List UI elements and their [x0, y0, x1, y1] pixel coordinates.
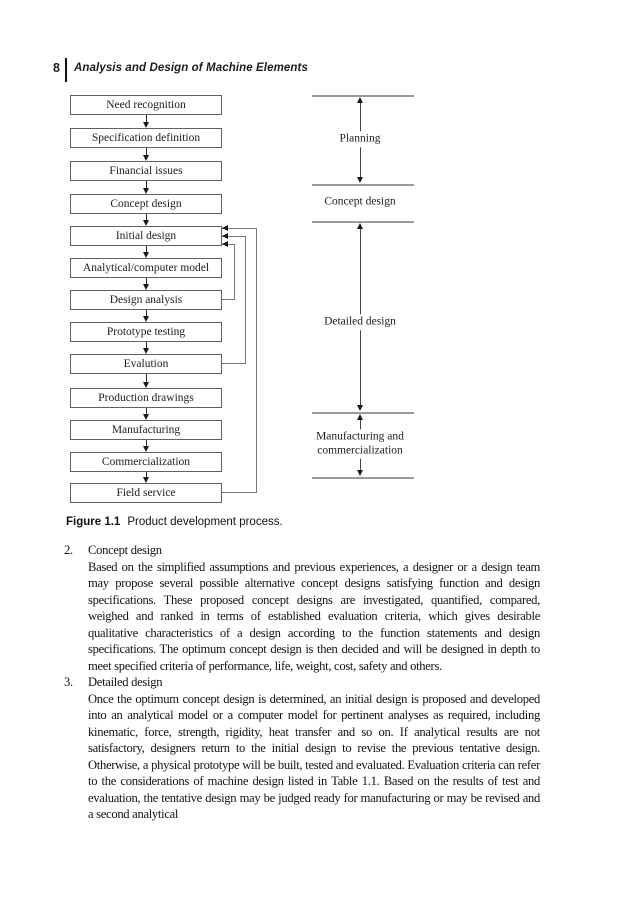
phase-label: Detailed design	[320, 314, 400, 330]
arrow-down-icon	[356, 470, 363, 476]
flow-box: Design analysis	[70, 290, 222, 310]
flow-connector-line	[145, 374, 147, 384]
flow-connector-line	[145, 472, 147, 479]
arrow-down-icon	[142, 284, 149, 290]
flow-connector-line	[145, 115, 147, 124]
flow-box: Concept design	[70, 194, 222, 214]
flow-box: Prototype testing	[70, 322, 222, 342]
arrow-down-icon	[142, 220, 149, 226]
list-item-concept-design: 2. Concept design Based on the simplifie…	[64, 542, 540, 674]
header-divider	[65, 58, 67, 82]
list-item-number: 2.	[64, 543, 73, 557]
arrow-down-icon	[142, 155, 149, 161]
flow-box: Production drawings	[70, 388, 222, 408]
figure-caption-text: Product development process.	[127, 516, 283, 528]
arrow-down-icon	[142, 446, 149, 452]
flow-connector-line	[145, 246, 147, 254]
phase-boundary-line	[312, 477, 414, 479]
flow-box: Need recognition	[70, 95, 222, 115]
flow-box: Analytical/computer model	[70, 258, 222, 278]
flow-connector-line	[145, 440, 147, 448]
flow-connector-line	[145, 148, 147, 157]
flow-box: Initial design	[70, 226, 222, 246]
list-item-heading: Concept design	[88, 543, 162, 557]
list-item-heading: Detailed design	[88, 675, 163, 689]
arrow-left-icon	[222, 232, 228, 239]
arrow-down-icon	[142, 477, 149, 483]
flow-box: Field service	[70, 483, 222, 503]
flow-box: Evalution	[70, 354, 222, 374]
arrow-down-icon	[356, 405, 363, 411]
flow-connector-line	[145, 214, 147, 222]
flow-box: Manufacturing	[70, 420, 222, 440]
flow-box: Commercialization	[70, 452, 222, 472]
phase-label: Manufacturing and commercialization	[312, 429, 408, 459]
list-item-paragraph: Once the optimum concept design is deter…	[88, 691, 540, 822]
arrow-down-icon	[356, 177, 363, 183]
running-title: Analysis and Design of Machine Elements	[74, 62, 308, 74]
phase-boundary-line	[312, 95, 414, 97]
flow-connector-line	[145, 408, 147, 416]
arrow-down-icon	[142, 382, 149, 388]
phase-boundary-line	[312, 221, 414, 223]
flow-box: Specification definition	[70, 128, 222, 148]
phase-boundary-line	[312, 184, 414, 186]
arrow-left-icon	[222, 224, 228, 231]
figure-caption: Figure 1.1 Product development process.	[66, 516, 283, 528]
arrow-up-icon	[356, 97, 363, 103]
arrow-down-icon	[142, 122, 149, 128]
flow-connector-line	[145, 310, 147, 318]
phase-boundary-line	[312, 412, 414, 414]
arrow-up-icon	[356, 414, 363, 420]
list-item-number: 3.	[64, 675, 73, 689]
body-text: 2. Concept design Based on the simplifie…	[64, 542, 540, 823]
flow-connector-line	[145, 181, 147, 190]
arrow-down-icon	[142, 348, 149, 354]
arrow-down-icon	[142, 188, 149, 194]
arrow-down-icon	[142, 252, 149, 258]
flow-connector-line	[145, 278, 147, 286]
list-item-detailed-design: 3. Detailed design Once the optimum conc…	[64, 674, 540, 823]
feedback-loop	[222, 228, 257, 493]
list-item-paragraph: Based on the simplified assumptions and …	[88, 559, 540, 673]
arrow-down-icon	[142, 316, 149, 322]
flow-connector-line	[145, 342, 147, 350]
arrow-left-icon	[222, 240, 228, 247]
feedback-loop	[222, 244, 235, 300]
phase-label: Planning	[335, 131, 385, 147]
arrow-down-icon	[142, 414, 149, 420]
page-number: 8	[53, 61, 60, 75]
arrow-up-icon	[356, 223, 363, 229]
feedback-loop	[222, 236, 246, 364]
figure-caption-label: Figure 1.1	[66, 516, 121, 528]
phase-label: Concept design	[320, 194, 400, 210]
flow-box: Financial issues	[70, 161, 222, 181]
